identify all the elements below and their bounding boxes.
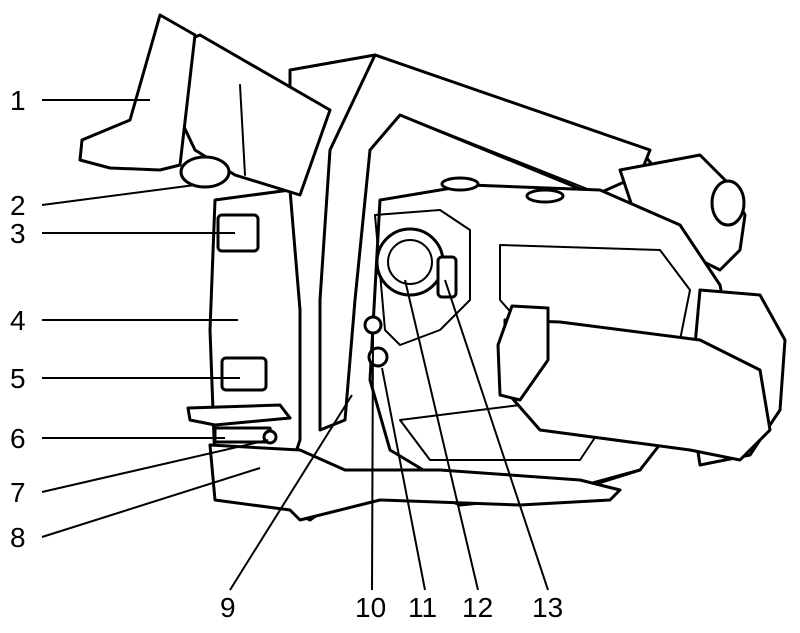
viewfinder-edge [239,84,246,176]
handle-inner-edge [399,114,591,191]
leader-line-13 [444,279,549,591]
callout-6: 6 [10,423,26,454]
leader-line-12 [404,279,479,591]
dial-side-key [436,255,458,299]
button-lower [367,346,389,368]
callout-10: 10 [355,592,386,623]
callout-1: 1 [10,85,26,116]
lens-front [710,179,746,227]
hand-strap [503,318,772,462]
callout-9: 9 [220,592,236,623]
strap-buckle [496,304,550,402]
callout-7: 7 [10,477,26,508]
control-dial-outer [375,227,445,297]
callout-3: 3 [10,218,26,249]
control-dial-inner [387,239,433,285]
rear-slot [220,356,268,392]
callout-13: 13 [532,592,563,623]
leader-line-9 [229,394,353,591]
camera-drawing [78,13,787,522]
callout-5: 5 [10,363,26,394]
top-button-2 [525,188,565,204]
leader-line-11 [381,367,426,591]
viewfinder-barrel [148,33,332,197]
callout-4: 4 [10,305,26,336]
eyecup [78,13,197,172]
callout-8: 8 [10,522,26,553]
leader-line-7 [41,439,269,493]
grip-lower-recess [399,404,601,461]
button-upper [363,315,383,335]
top-button-1 [440,176,480,192]
callout-12: 12 [462,592,493,623]
leader-lines [41,99,549,591]
control-panel [374,209,471,346]
callout-labels: 1 2 3 4 5 6 7 8 9 10 11 12 13 [10,85,563,623]
leader-line-10 [371,334,374,591]
callout-2: 2 [10,190,26,221]
leader-line-2 [41,184,196,206]
viewfinder-focus-knob [179,155,231,189]
rear-latch [186,403,292,427]
callout-11: 11 [408,592,437,623]
leader-line-8 [41,467,261,538]
